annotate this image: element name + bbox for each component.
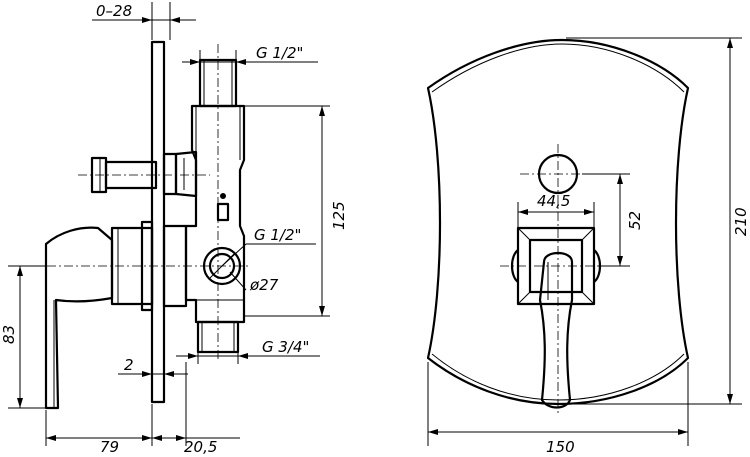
front-view: [426, 38, 690, 414]
dim-body-offset: 20,5: [184, 438, 217, 456]
dim-plate-height: 210: [732, 207, 750, 236]
dim-adjust: 0–28: [96, 2, 132, 20]
dim-flange-width: 44,5: [537, 192, 570, 210]
cover-plate-front: [426, 38, 690, 406]
top-inlet: [198, 58, 238, 108]
dim-diameter: ø27: [249, 276, 279, 294]
dim-body-height: 125: [330, 201, 348, 230]
cover-plate-side: [150, 40, 166, 404]
body-dot: [220, 193, 226, 199]
dim-inlet-top: G 1/2": [256, 44, 303, 62]
lever-handle: [44, 226, 114, 410]
side-view: [30, 40, 250, 410]
body-label: [216, 202, 230, 222]
dim-inlet-mid: G 1/2": [254, 226, 301, 244]
lever-front: [538, 251, 574, 409]
front-dimensions: 44,5 52 210 150: [427, 37, 750, 456]
dim-center-distance: 52: [626, 211, 644, 230]
dim-lever-height: 83: [0, 325, 18, 344]
dim-plate-thickness: 2: [124, 356, 134, 374]
mixer-body: [184, 104, 246, 324]
dim-outlet: G 3/4": [262, 338, 309, 356]
dim-plate-width: 150: [546, 438, 575, 456]
side-dimensions: 0–28 G 1/2" 125 G 1/2" ø27 G 3/4": [0, 2, 348, 456]
dim-lever-depth: 79: [100, 438, 119, 456]
